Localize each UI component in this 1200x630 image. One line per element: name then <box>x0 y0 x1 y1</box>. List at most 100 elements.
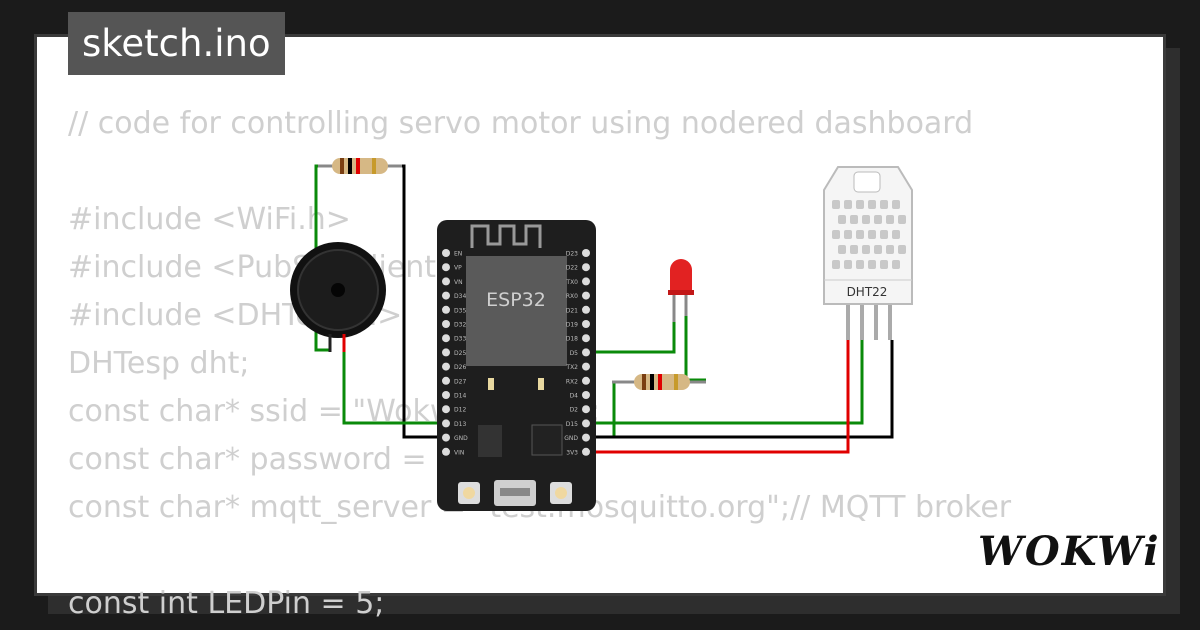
dht22-vent <box>874 245 882 254</box>
project-preview-card[interactable] <box>34 34 1166 596</box>
esp32-pin-label: D15 <box>566 421 578 428</box>
esp32-pin-label: D18 <box>566 336 578 343</box>
dht22-vent <box>844 200 852 209</box>
esp32-pin[interactable] <box>442 376 450 385</box>
dht22-vent <box>880 260 888 269</box>
resistor-1[interactable] <box>318 158 402 174</box>
dht22-vent <box>880 230 888 239</box>
dht22-vent <box>868 260 876 269</box>
esp32-pin-label: D13 <box>454 421 466 428</box>
esp32-pin[interactable] <box>442 305 450 314</box>
esp32-pin[interactable] <box>582 362 590 371</box>
esp32-pin[interactable] <box>442 348 450 357</box>
wire-gnd-dht <box>586 340 894 439</box>
esp32-pin-label: VIN <box>454 449 464 456</box>
code-line: const int LEDPin = 5; <box>68 586 385 621</box>
dht22-vent <box>898 215 906 224</box>
esp32-pin-label: D23 <box>566 251 578 258</box>
dht22-sensor[interactable]: DHT22 <box>823 166 913 340</box>
dht22-vent <box>892 260 900 269</box>
esp32-pin[interactable] <box>582 277 590 286</box>
esp32-pin[interactable] <box>442 447 450 456</box>
esp32-pin-label: D27 <box>454 378 466 385</box>
esp32-pin[interactable] <box>582 291 590 300</box>
esp32-pin[interactable] <box>442 320 450 328</box>
esp32-pin[interactable] <box>582 405 590 414</box>
code-line: DHTesp dht; <box>68 346 250 381</box>
esp32-pin[interactable] <box>582 305 590 314</box>
esp32-pin[interactable] <box>442 391 450 399</box>
esp32-pin-label: D26 <box>454 364 466 371</box>
esp32-pin-label: VP <box>454 265 462 272</box>
wokwi-logo[interactable]: WOKWi <box>978 528 1161 575</box>
dht22-label: DHT22 <box>847 285 888 299</box>
esp32-pin-label: VN <box>454 279 463 286</box>
esp32-pin[interactable] <box>442 405 450 414</box>
esp32-pin-label: RX0 <box>566 293 578 300</box>
dht22-vent <box>832 260 840 269</box>
esp32-pin-label: EN <box>454 251 462 258</box>
esp32-pin-label: GND <box>454 435 468 442</box>
dht22-vent <box>862 215 870 224</box>
wire-3v3-dht <box>586 340 850 454</box>
esp32-pin-label: D25 <box>454 350 466 357</box>
esp32-pin[interactable] <box>442 433 450 442</box>
dht22-vent <box>844 260 852 269</box>
esp32-pin[interactable] <box>442 277 450 286</box>
dht22-vent <box>880 200 888 209</box>
esp32-pin-label: D33 <box>454 336 466 343</box>
esp32-pin[interactable] <box>442 419 450 428</box>
wire-buzzer-signal <box>342 352 446 425</box>
esp32-pin[interactable] <box>582 320 590 328</box>
dht22-vent <box>850 245 858 254</box>
resistor-2[interactable] <box>612 374 706 390</box>
dht22-vent <box>886 215 894 224</box>
esp32-pin-label: D35 <box>454 307 466 314</box>
esp32-pin-label: D5 <box>570 350 579 357</box>
dht22-vent <box>832 230 840 239</box>
esp32-pin[interactable] <box>442 291 450 300</box>
esp32-board[interactable]: ESP32 ENVPVND34D35D32D33D25D26D27D14D12D… <box>437 220 596 511</box>
esp32-pin[interactable] <box>582 433 590 442</box>
esp32-pin[interactable] <box>582 419 590 428</box>
dht22-vent <box>856 260 864 269</box>
dht22-vent <box>862 245 870 254</box>
code-line: #include <WiFi.h> <box>68 202 351 237</box>
esp32-pin[interactable] <box>442 249 450 257</box>
dht22-vent <box>874 215 882 224</box>
esp32-right-pins: D23D22TX0RX0D21D19D18D5TX2RX2D4D2D15GND3… <box>564 249 590 456</box>
esp32-pin-label: D34 <box>454 293 466 300</box>
esp32-pin-label: D12 <box>454 407 466 414</box>
esp32-pin[interactable] <box>582 376 590 385</box>
esp32-pin-label: 3V3 <box>566 449 578 456</box>
esp32-pin-label: GND <box>564 435 578 442</box>
esp32-pin[interactable] <box>442 362 450 371</box>
esp32-pin[interactable] <box>582 334 590 343</box>
dht22-vent <box>898 245 906 254</box>
esp32-pin-label: D19 <box>566 322 578 329</box>
esp32-pin[interactable] <box>582 249 590 257</box>
esp32-pin-label: D14 <box>454 393 466 400</box>
esp32-pin-label: TX0 <box>565 279 578 286</box>
esp32-pin[interactable] <box>582 391 590 399</box>
esp32-pin[interactable] <box>582 447 590 456</box>
dht22-vent <box>838 245 846 254</box>
dht22-vent <box>850 215 858 224</box>
esp32-pin-label: D32 <box>454 322 466 329</box>
esp32-pin[interactable] <box>582 263 590 272</box>
dht22-vent <box>892 200 900 209</box>
esp32-pin[interactable] <box>582 348 590 357</box>
buzzer[interactable] <box>290 242 386 352</box>
esp32-label: ESP32 <box>486 289 546 311</box>
dht22-vent <box>856 230 864 239</box>
dht22-vent <box>844 230 852 239</box>
dht22-vent <box>868 200 876 209</box>
esp32-pin[interactable] <box>442 334 450 343</box>
esp32-pin-label: TX2 <box>565 364 578 371</box>
dht22-vent <box>838 215 846 224</box>
esp32-pin[interactable] <box>442 263 450 272</box>
filename-tab[interactable]: sketch.ino <box>68 12 285 75</box>
led-red[interactable] <box>668 259 694 322</box>
